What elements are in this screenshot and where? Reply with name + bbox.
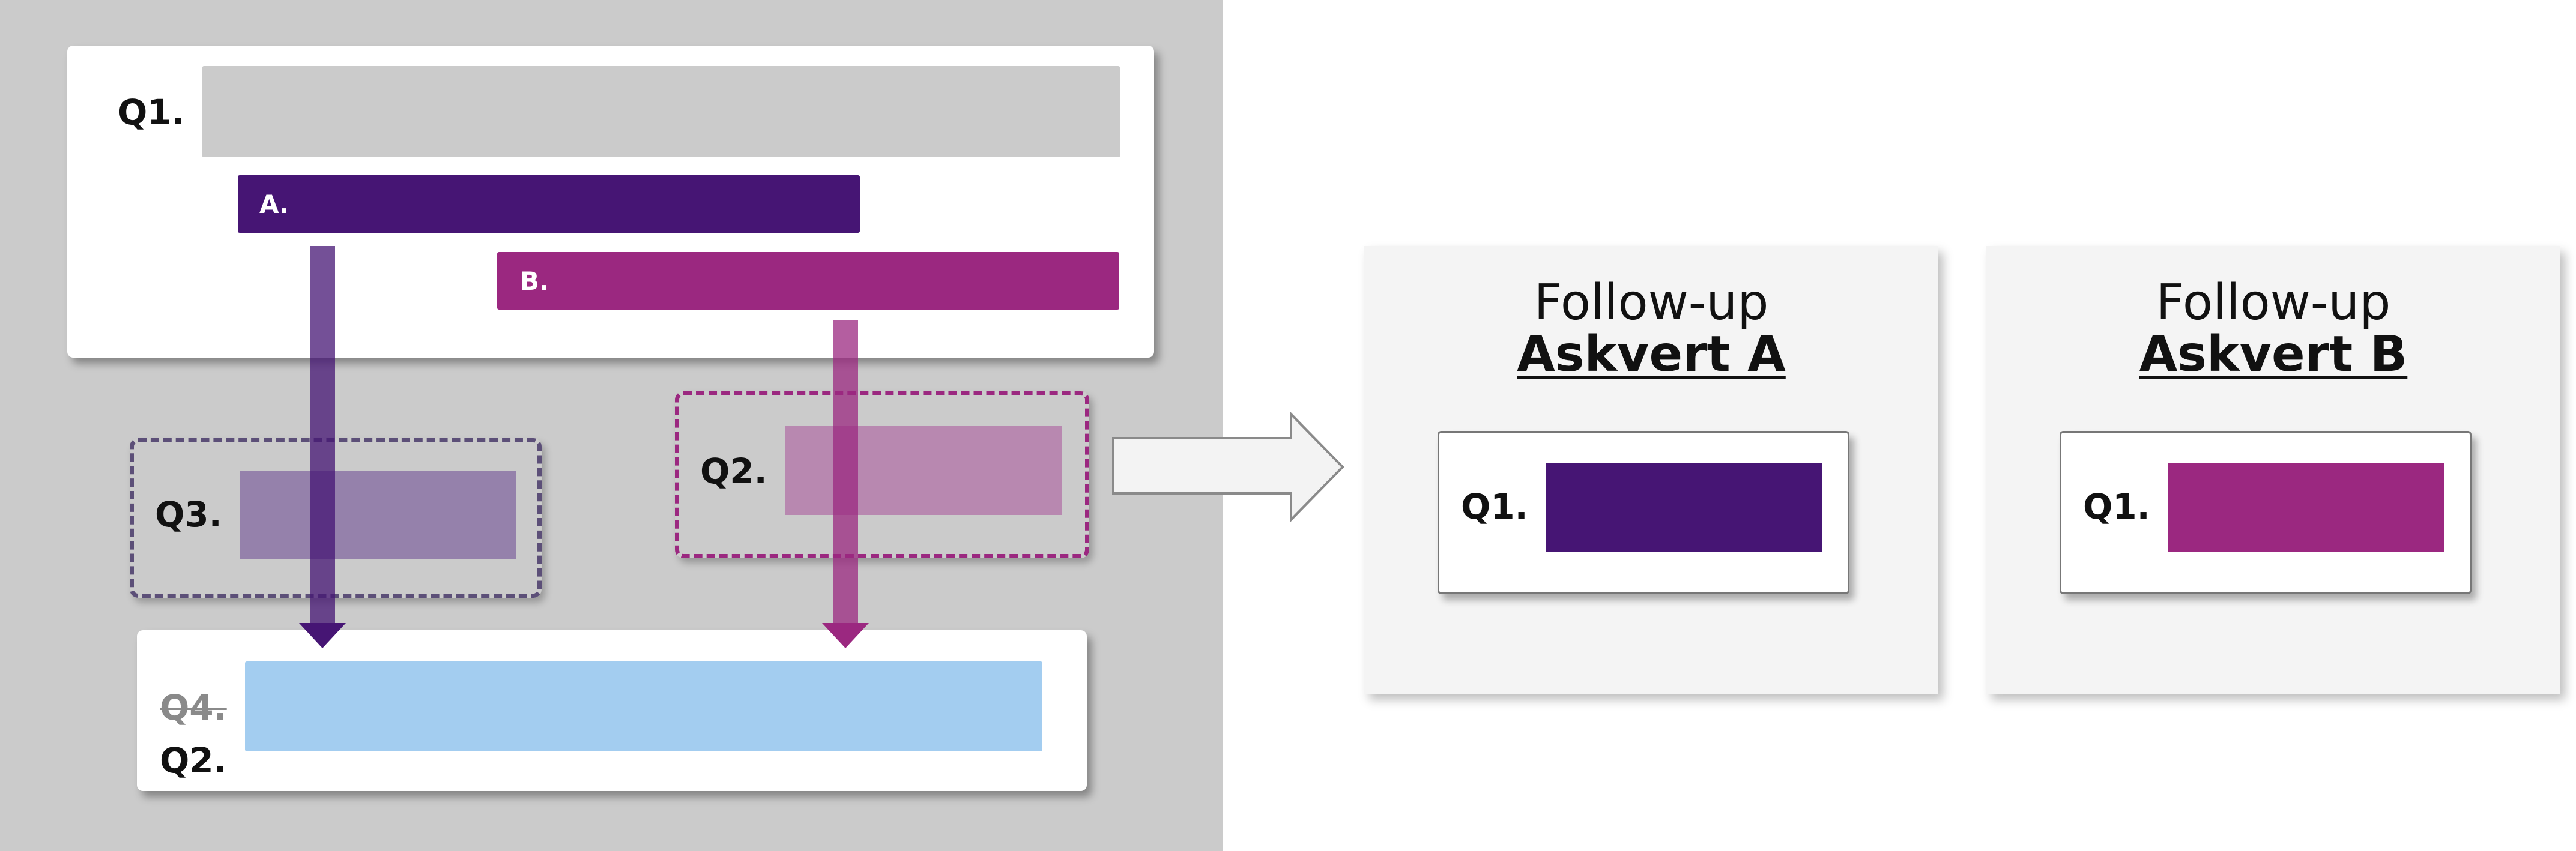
followup-a-title: Follow-up (1534, 274, 1769, 331)
q3-label: Q3. (155, 494, 222, 535)
big-right-arrow (1112, 411, 1344, 523)
option-b-route-arrow (822, 320, 869, 648)
followup-b-title: Follow-up (2156, 274, 2391, 331)
q2-dashed-box (675, 391, 1089, 558)
q4-question-bar (245, 661, 1042, 751)
followup-a-q1-bar (1546, 463, 1822, 552)
q1-question-bar (202, 66, 1120, 157)
option-b-bar: B. (497, 252, 1119, 310)
q1-label: Q1. (118, 92, 185, 133)
option-a-route-arrow (299, 246, 346, 648)
followup-panel-a: Follow-up Askvert A Q1. (1364, 246, 1938, 694)
followup-b-card: Q1. (2060, 431, 2472, 594)
option-a-label: A. (259, 190, 289, 219)
followup-a-subtitle: Askvert A (1517, 326, 1786, 383)
option-b-label: B. (520, 266, 549, 296)
followup-a-q1-label: Q1. (1461, 486, 1528, 527)
followup-b-q1-bar (2168, 463, 2444, 552)
followup-panel-b: Follow-up Askvert B Q1. (1986, 246, 2560, 694)
option-a-bar: A. (238, 175, 860, 233)
q4-struck-label: Q4. (160, 687, 227, 728)
followup-b-q1-label: Q1. (2083, 486, 2150, 527)
q3-question-bar (240, 471, 516, 559)
followup-b-subtitle: Askvert B (2139, 326, 2408, 383)
q2-label: Q2. (700, 451, 767, 492)
followup-a-card: Q1. (1438, 431, 1849, 594)
q4-replacement-label: Q2. (160, 740, 227, 781)
q2-question-bar (785, 426, 1062, 515)
q3-dashed-box (130, 438, 542, 598)
